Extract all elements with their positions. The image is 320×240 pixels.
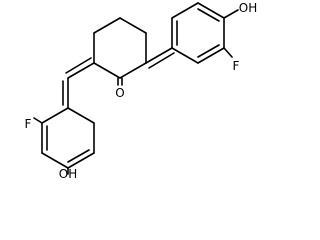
bond-ring-c2-c3 bbox=[119, 17, 147, 34]
bond-left-ring-d bbox=[41, 152, 69, 169]
bond-ring-c5-c6 bbox=[93, 62, 121, 79]
chemical-structure: OH F O F OH bbox=[25, 1, 258, 181]
bond-left-ring-e-inner bbox=[67, 149, 90, 163]
hydroxyl-bottom-left-label: OH bbox=[59, 167, 77, 181]
atom-labels: OH F O F OH bbox=[25, 1, 258, 181]
bond-ring-c4-c5 bbox=[119, 62, 147, 79]
hydroxyl-top-right-label: OH bbox=[239, 1, 257, 15]
bond-right-ring-c-inner bbox=[197, 8, 220, 22]
bond-right-f bbox=[223, 47, 233, 58]
bond-left-ring-b bbox=[41, 107, 69, 124]
bond-left-ring-g bbox=[67, 107, 95, 124]
bond-left-f bbox=[33, 117, 43, 124]
bonds bbox=[33, 2, 239, 175]
bond-right-ring-e bbox=[197, 47, 225, 64]
bond-right-ring-b bbox=[171, 2, 199, 19]
fluoro-left-label: F bbox=[25, 117, 32, 131]
bond-left-exocyclic-2 bbox=[65, 57, 92, 74]
bond-right-exocyclic-2 bbox=[148, 52, 175, 69]
bond-right-exocyclic-1 bbox=[145, 47, 173, 64]
bond-right-ring-e-inner bbox=[197, 44, 220, 58]
bond-left-exocyclic-1 bbox=[67, 62, 95, 79]
ketone-oxygen-label: O bbox=[115, 86, 124, 100]
bond-right-ring-c bbox=[197, 2, 225, 19]
fluoro-right-label: F bbox=[233, 59, 240, 73]
bond-left-ring-e bbox=[67, 152, 95, 169]
bond-right-ring-f bbox=[171, 47, 199, 64]
bond-right-oh bbox=[223, 9, 239, 19]
bond-ring-c1-c2 bbox=[93, 17, 121, 34]
